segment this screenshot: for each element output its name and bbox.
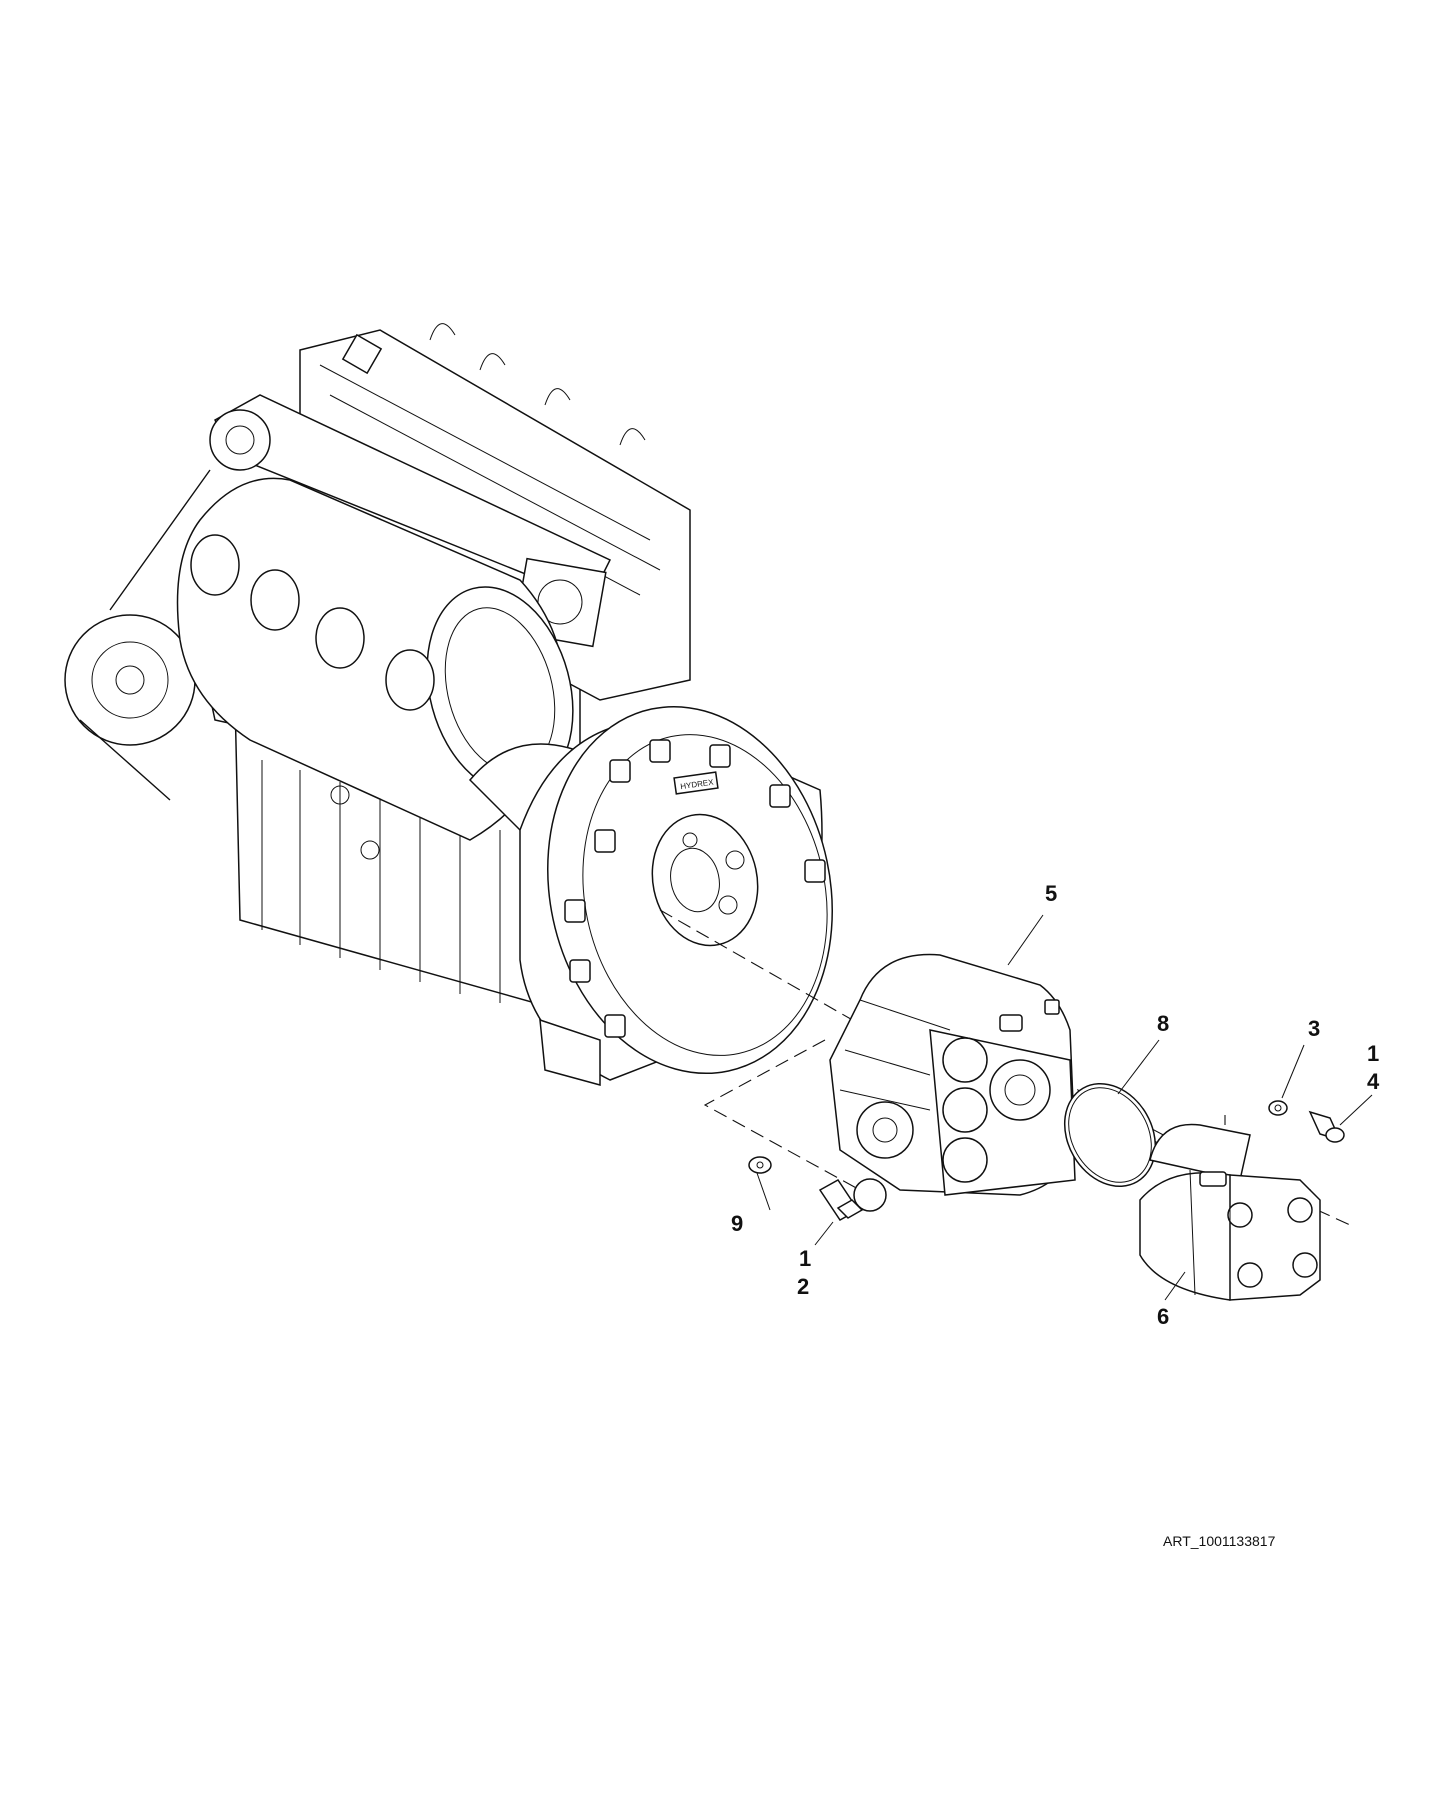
bolt-2 (818, 1179, 864, 1221)
callout-3: 3 (1308, 1016, 1321, 1041)
callout-2: 2 (797, 1274, 810, 1299)
art-number: ART_1001133817 (1163, 1533, 1276, 1549)
washer-3 (1268, 1100, 1288, 1116)
callout-1-lower: 1 (799, 1246, 812, 1271)
hydraulic-pump (829, 953, 1076, 1212)
callout-leaders (756, 914, 1373, 1301)
callout-4: 4 (1367, 1069, 1380, 1094)
callout-9: 9 (731, 1211, 744, 1236)
callout-5: 5 (1045, 881, 1058, 906)
callout-1-upper: 1 (1367, 1041, 1380, 1066)
washer-9 (748, 1156, 772, 1174)
gear-pump (1139, 1123, 1321, 1301)
callout-6: 6 (1157, 1304, 1170, 1329)
callout-8: 8 (1157, 1011, 1170, 1036)
o-ring (1063, 1082, 1157, 1188)
bolt-4 (1308, 1110, 1345, 1143)
engine-assembly: HYDREX (64, 323, 833, 1086)
